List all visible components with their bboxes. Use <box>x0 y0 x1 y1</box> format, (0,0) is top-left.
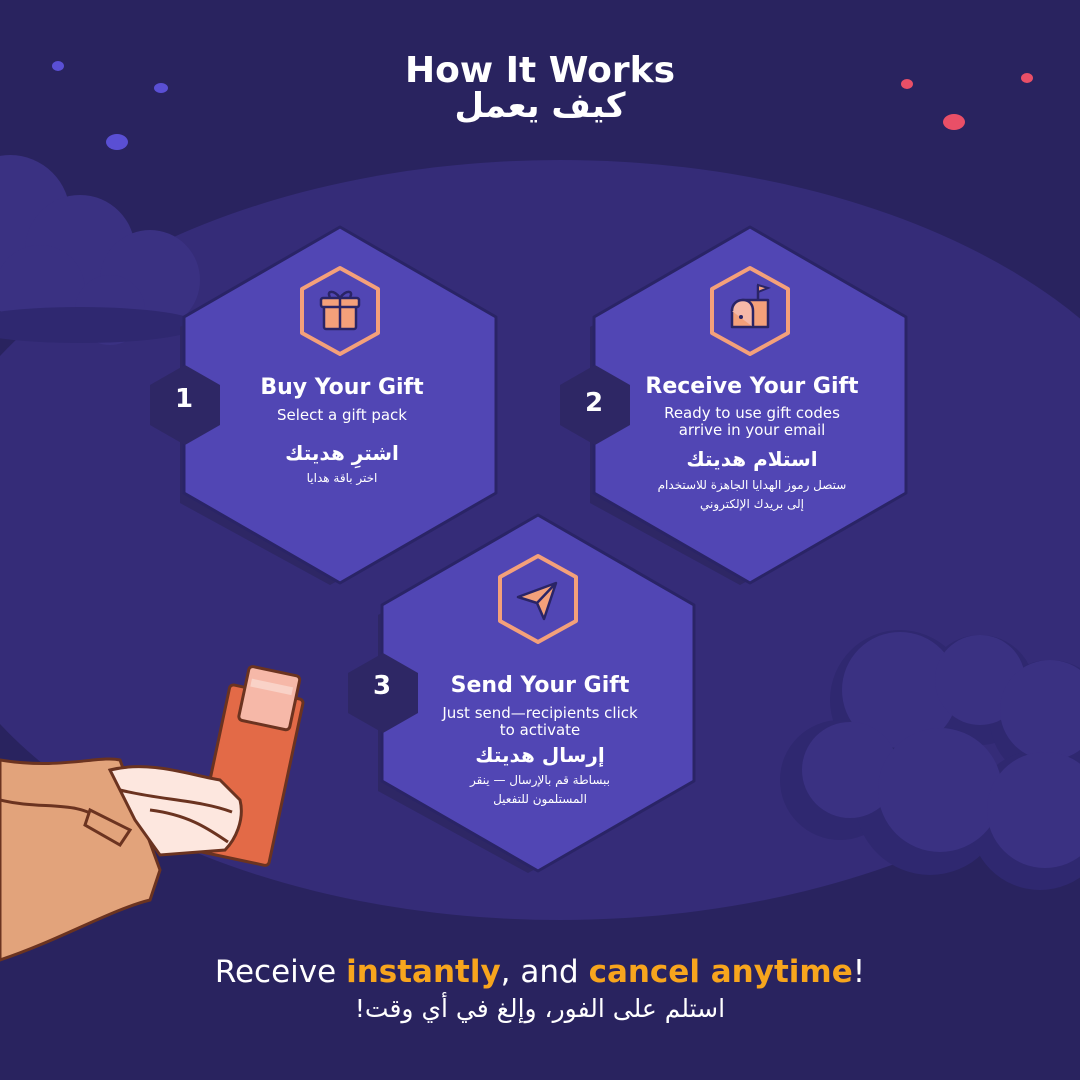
step-title: Send Your Gift <box>450 673 630 698</box>
hexagon-shape <box>150 225 498 585</box>
step-title: Buy Your Gift <box>260 375 424 400</box>
hexagon-shape <box>348 513 696 873</box>
step-title-arabic: استلام هديتك <box>686 447 818 471</box>
step-number: 2 <box>584 388 604 418</box>
step-description: Just send—recipients click to activate <box>442 704 638 739</box>
gift-icon <box>300 266 380 356</box>
decor-dots <box>52 61 1033 150</box>
step-title-arabic: اشترِ هديتك <box>285 441 399 465</box>
hexagon-shape <box>560 225 908 585</box>
step-description-arabic: اختر باقة هدايا <box>306 471 378 485</box>
paper-plane-icon <box>498 554 578 644</box>
step-description: Select a gift pack <box>276 406 407 424</box>
step-card-send: 3 Send Your Gift Just send—recipients cl… <box>348 513 698 873</box>
page-title: How It Works <box>404 50 676 91</box>
step-description-arabic: ببساطة قم بالإرسال — ينقر المستلمون للتف… <box>469 773 610 806</box>
step-number: 1 <box>174 384 194 414</box>
step-description: Ready to use gift codes arrive in your e… <box>664 404 840 439</box>
page-title-arabic: كيف يعمل <box>454 86 626 126</box>
cloud-left-shade <box>0 307 200 343</box>
step-title: Receive Your Gift <box>645 374 859 399</box>
step-description-arabic: ستصل رموز الهدايا الجاهزة للاستخدام إلى … <box>657 478 847 511</box>
step-card-receive: 2 Receive Your Gift Ready to use gift co… <box>560 225 910 585</box>
highlight-instantly: instantly <box>346 954 501 990</box>
hands-envelope-illustration <box>0 665 305 962</box>
step-title-arabic: إرسال هديتك <box>475 743 605 767</box>
footer-tagline: Receive instantly, and cancel anytime! <box>214 954 866 990</box>
footer-tagline-arabic: استلم على الفور، وإلغ في أي وقت! <box>354 994 726 1023</box>
mailbox-icon <box>710 266 790 356</box>
step-card-buy: 1 Buy Your Gift Select a gift pack اشترِ… <box>150 225 500 585</box>
highlight-cancel-anytime: cancel anytime <box>588 954 853 990</box>
step-number: 3 <box>372 671 392 701</box>
